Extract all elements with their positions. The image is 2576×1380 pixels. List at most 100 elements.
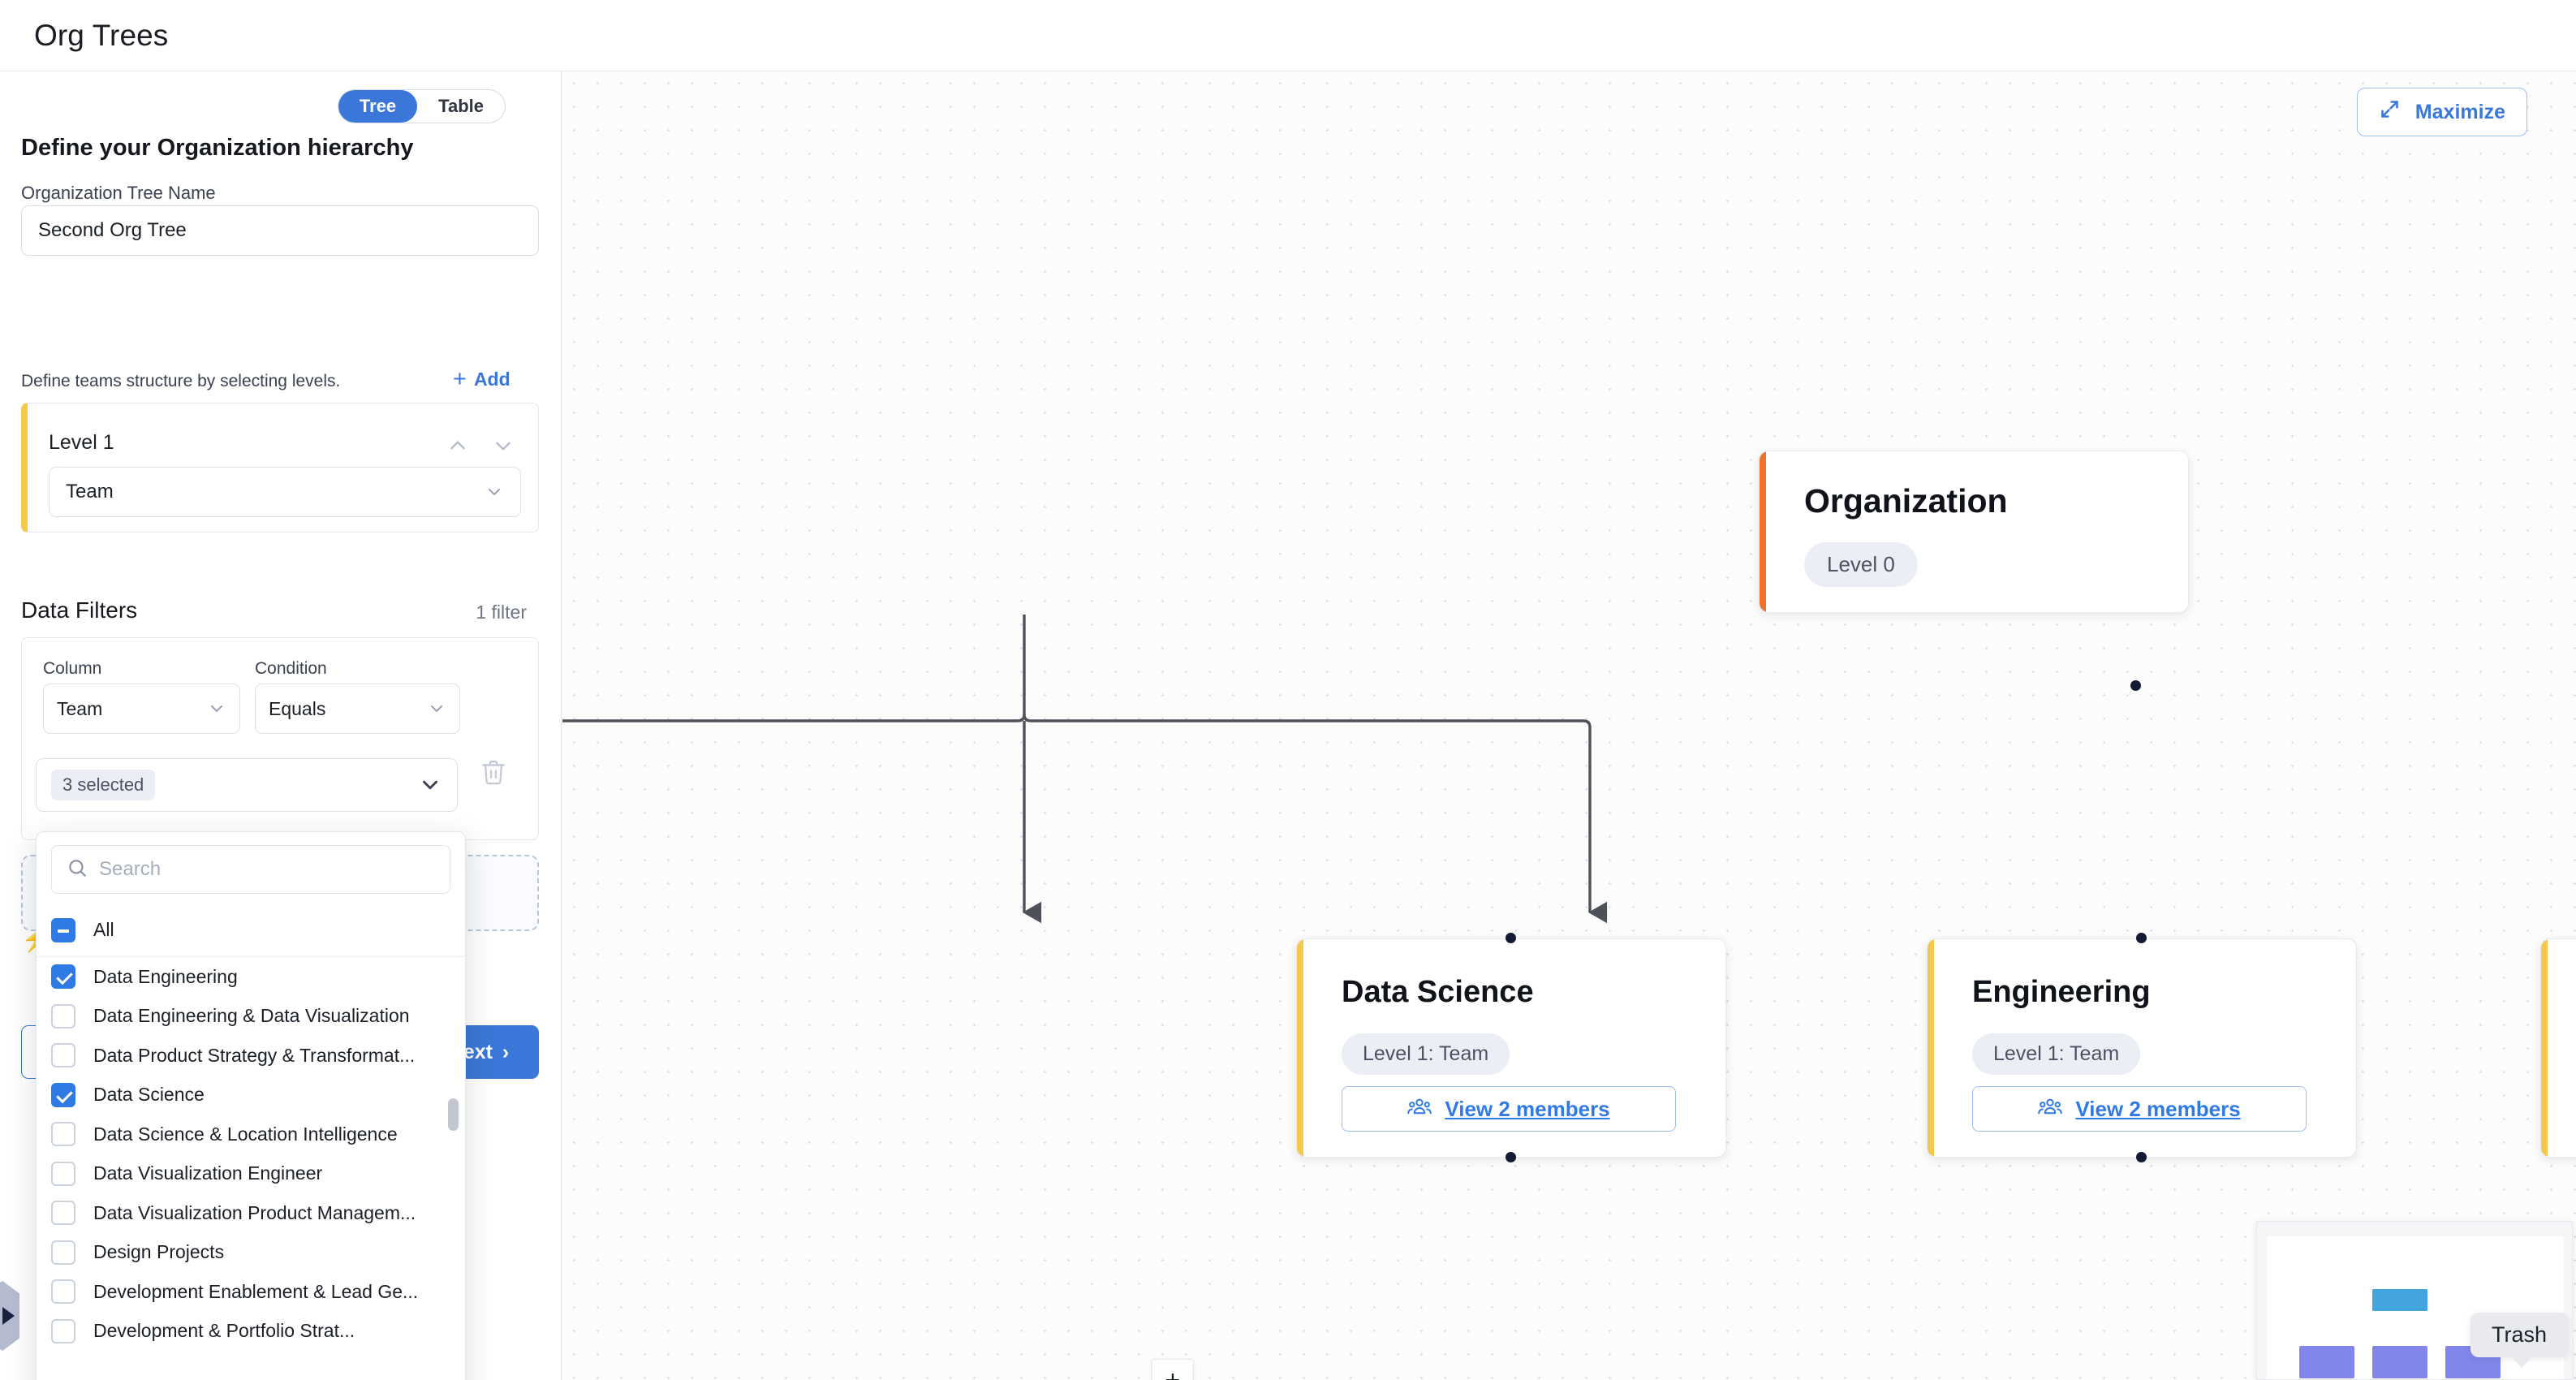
minimap-node: [2372, 1289, 2427, 1311]
section-title: Define your Organization hierarchy: [21, 135, 414, 161]
option-label: Data Science & Location Intelligence: [93, 1123, 398, 1145]
node-title: Engineering: [1972, 975, 2151, 1009]
chevron-down-icon: [418, 773, 442, 797]
maximize-icon: [2379, 98, 2401, 126]
canvas-zoom-controls[interactable]: + −: [1152, 1359, 1194, 1380]
option-checkbox[interactable]: [51, 1122, 75, 1147]
select-all-checkbox[interactable]: [51, 917, 75, 942]
list-item[interactable]: Development & Portfolio Strat...: [37, 1312, 465, 1352]
option-checkbox[interactable]: [51, 1201, 75, 1226]
org-node-child-3[interactable]: Data Engineering Level 1: Team View 1 me…: [2540, 938, 2576, 1158]
option-checkbox[interactable]: [51, 1240, 75, 1265]
option-checkbox[interactable]: [51, 1161, 75, 1186]
data-filters-title: Data Filters: [21, 597, 138, 623]
dropdown-option-list[interactable]: Data Engineering Data Engineering & Data…: [37, 957, 465, 1380]
list-item[interactable]: Data Engineering & Data Visualization: [37, 997, 465, 1037]
config-sidebar: Tree Table Define your Organization hier…: [0, 71, 562, 1380]
maximize-label: Maximize: [2414, 100, 2505, 123]
option-checkbox[interactable]: [51, 964, 75, 990]
filter-column-select[interactable]: Team: [43, 684, 240, 734]
members-icon: [2038, 1094, 2063, 1124]
level-card-1: Level 1 Team: [21, 403, 539, 533]
filter-column-label: Column: [43, 659, 102, 678]
option-checkbox[interactable]: [51, 1003, 75, 1029]
delete-filter-icon[interactable]: [480, 758, 507, 786]
option-label: Data Engineering & Data Visualization: [93, 1005, 410, 1027]
option-label: Development & Portfolio Strat...: [93, 1320, 355, 1342]
option-checkbox[interactable]: [51, 1279, 75, 1305]
list-item[interactable]: Data Visualization Engineer: [37, 1154, 465, 1194]
node-title: Data Science: [1342, 975, 1534, 1009]
app-header: Org Trees: [0, 0, 2576, 71]
option-label: Data Visualization Engineer: [93, 1162, 323, 1184]
chevron-right-icon: ›: [502, 1040, 510, 1063]
node-anchor-dot: [1506, 1152, 1516, 1162]
zoom-in-button[interactable]: +: [1152, 1360, 1193, 1380]
plus-icon: +: [453, 366, 467, 392]
node-level-badge: Level 1: Team: [1972, 1033, 2141, 1075]
option-label: Data Engineering: [93, 965, 238, 987]
dropdown-search-input[interactable]: [99, 858, 435, 881]
chevron-down-icon: [485, 482, 504, 502]
view-members-button[interactable]: View 2 members: [1342, 1086, 1676, 1132]
chevron-down-icon: [427, 699, 446, 718]
chevron-down-icon: [207, 699, 226, 718]
search-icon: [67, 857, 88, 882]
add-level-button[interactable]: + Add: [453, 368, 510, 391]
list-item[interactable]: Data Product Strategy & Transformat...: [37, 1036, 465, 1076]
level-column-select[interactable]: Team: [49, 467, 521, 517]
dropdown-select-all-row[interactable]: All: [37, 903, 465, 957]
list-item[interactable]: Design Projects: [37, 1233, 465, 1273]
view-members-button[interactable]: View 2 members: [1972, 1086, 2307, 1132]
option-checkbox[interactable]: [51, 1082, 75, 1107]
org-node-child-1[interactable]: Data Science Level 1: Team View 2 member…: [1296, 938, 1726, 1158]
sidebar-expand-handle[interactable]: [0, 1281, 19, 1351]
levels-help-text: Define teams structure by selecting leve…: [21, 372, 341, 390]
option-label: Data Visualization Product Managem...: [93, 1201, 416, 1223]
node-accent-bar: [1928, 939, 1934, 1157]
move-level-down-icon[interactable]: [489, 432, 517, 459]
tree-name-input[interactable]: [21, 205, 539, 256]
level-column-value: Team: [66, 481, 114, 502]
tab-tree[interactable]: Tree: [338, 90, 418, 123]
option-label: Development Enablement & Lead Ge...: [93, 1280, 419, 1302]
node-anchor-dot: [2136, 933, 2147, 943]
list-item[interactable]: Data Visualization Product Managem...: [37, 1193, 465, 1233]
node-level-badge: Level 1: Team: [1342, 1033, 1510, 1075]
filter-condition-label: Condition: [255, 659, 327, 678]
select-all-label: All: [93, 919, 114, 940]
dropdown-scrollbar-thumb[interactable]: [448, 1098, 459, 1131]
values-multiselect-dropdown[interactable]: All Data Engineering Data Engineering & …: [36, 831, 466, 1380]
members-icon: [1407, 1094, 1432, 1124]
view-members-label: View 2 members: [2075, 1096, 2241, 1121]
list-item[interactable]: Development Enablement & Lead Ge...: [37, 1272, 465, 1312]
list-item[interactable]: Data Science & Location Intelligence: [37, 1115, 465, 1154]
option-checkbox[interactable]: [51, 1043, 75, 1068]
org-node-child-2[interactable]: Engineering Level 1: Team View 2 members: [1927, 938, 2357, 1158]
move-level-up-icon[interactable]: [444, 432, 472, 459]
node-accent-bar: [1297, 939, 1303, 1157]
filter-condition-select[interactable]: Equals: [255, 684, 460, 734]
org-chart-edges: [562, 615, 1608, 924]
maximize-button[interactable]: Maximize: [2356, 88, 2527, 136]
node-anchor-dot: [2136, 1152, 2147, 1162]
page-title: Org Trees: [34, 18, 169, 52]
list-item[interactable]: Data Engineering: [37, 957, 465, 997]
dropdown-scrollbar[interactable]: [448, 977, 459, 1376]
filter-values-select[interactable]: 3 selected: [36, 758, 458, 812]
option-label: Data Science: [93, 1084, 205, 1106]
level-title: Level 1: [49, 431, 114, 454]
view-mode-toggle[interactable]: Tree Table: [337, 89, 506, 123]
org-node-root[interactable]: Organization Level 0: [1759, 451, 2189, 613]
list-item[interactable]: Data Science: [37, 1076, 465, 1115]
node-accent-bar: [1760, 451, 1766, 612]
tab-table[interactable]: Table: [417, 90, 505, 123]
org-chart-canvas[interactable]: Maximize Organization Level 0 Data Scien…: [562, 71, 2576, 1380]
tree-name-label: Organization Tree Name: [21, 183, 216, 203]
dropdown-search-box[interactable]: [51, 845, 450, 894]
option-checkbox[interactable]: [51, 1318, 75, 1343]
chevron-right-icon: [2, 1307, 15, 1325]
node-accent-bar: [2541, 939, 2548, 1157]
add-level-label: Add: [473, 369, 510, 390]
option-label: Data Product Strategy & Transformat...: [93, 1044, 416, 1066]
